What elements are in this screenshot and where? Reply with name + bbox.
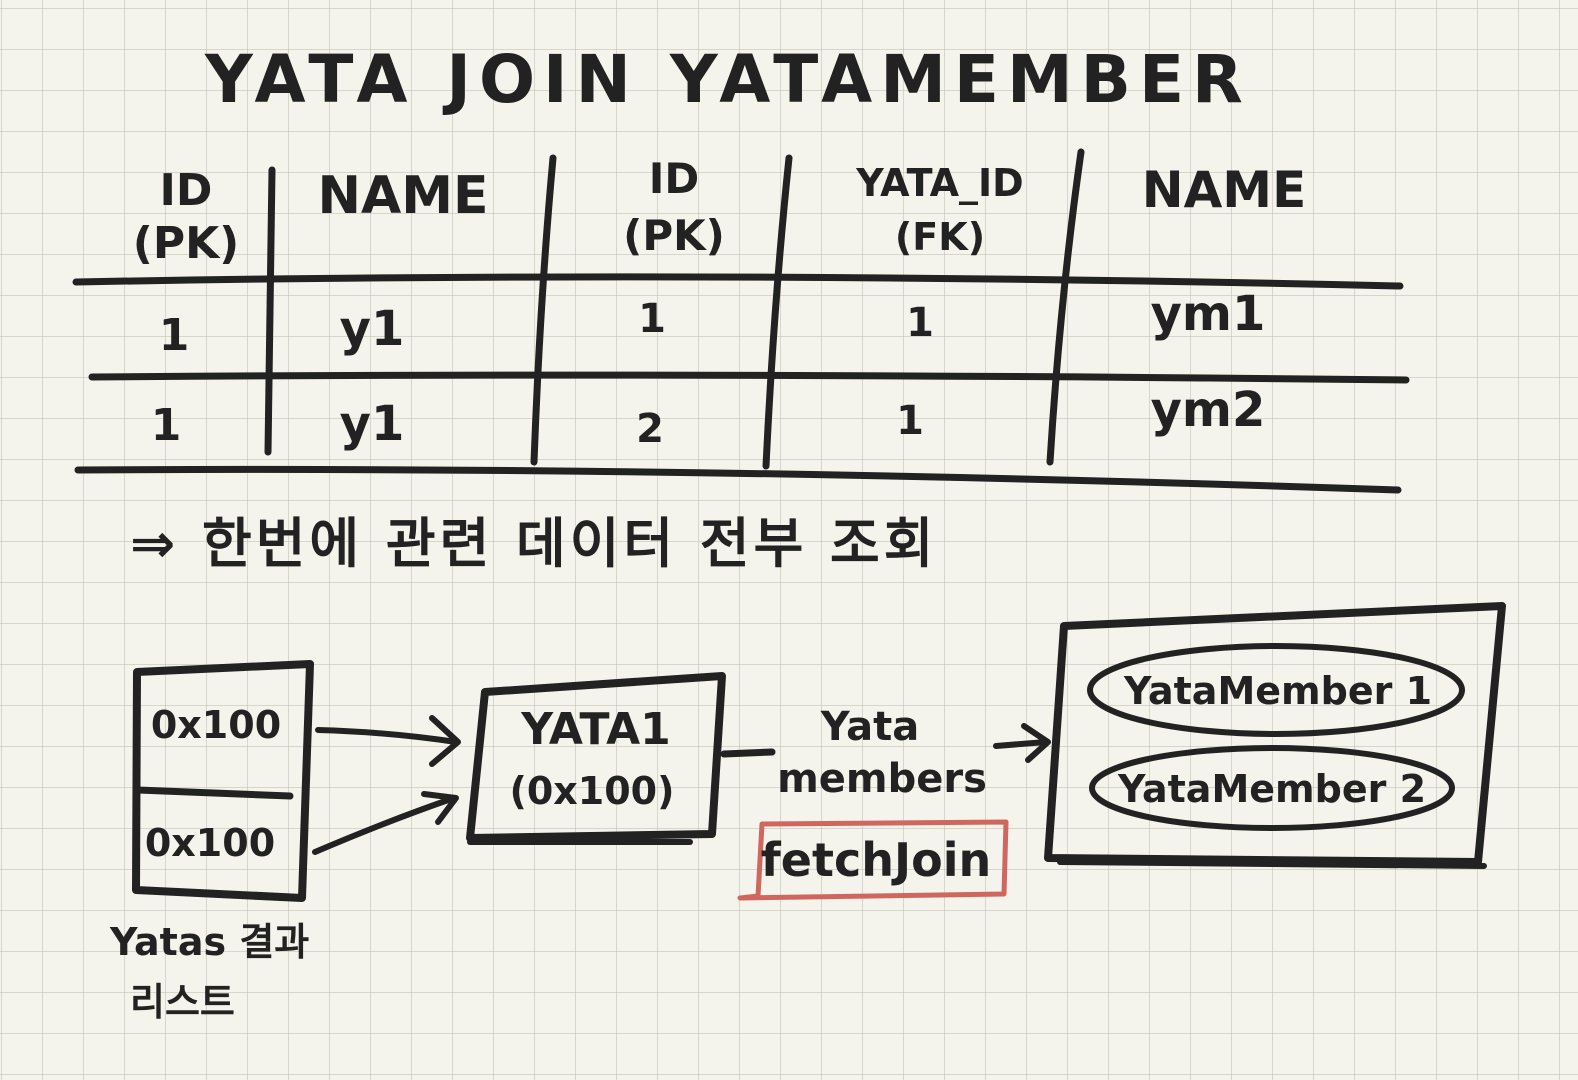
collection-arrow bbox=[993, 723, 1051, 763]
relation-field-name: Yata bbox=[820, 704, 919, 750]
summary-note: ⇒ 한번에 관련 데이터 전부 조회 bbox=[130, 512, 937, 575]
table-cell: 1 bbox=[159, 310, 190, 361]
header-yata-id-fk-note: (FK) bbox=[895, 215, 985, 259]
list-caption: Yatas 결과 bbox=[109, 920, 309, 964]
relation-connector bbox=[720, 748, 776, 758]
fetch-join-frame bbox=[737, 819, 1009, 901]
table-row-divider bbox=[88, 371, 1410, 384]
header-name: NAME bbox=[317, 166, 488, 226]
page-title: YATA JOIN YATAMEMBER bbox=[204, 41, 1251, 118]
member-item: YataMember 1 bbox=[1123, 669, 1432, 713]
header-id-pk: ID bbox=[160, 165, 213, 216]
entity-name: YATA1 bbox=[520, 704, 671, 755]
relation-field-name-second-line: members bbox=[777, 756, 987, 802]
fetch-join-highlight: fetchJoin bbox=[737, 819, 1009, 901]
member-ellipse bbox=[1089, 745, 1455, 831]
yata-entity-box: YATA1 (0x100) bbox=[466, 672, 726, 845]
member-item: YataMember 2 bbox=[1117, 767, 1426, 811]
table-cell: 2 bbox=[636, 406, 664, 452]
join-result-table: ID (PK) NAME ID (PK) YATA_ID (FK) NAME 1… bbox=[72, 148, 1410, 494]
header-member-id-pk: ID bbox=[649, 154, 700, 203]
table-cell: ym1 bbox=[1151, 286, 1266, 342]
table-bottom-line bbox=[74, 465, 1402, 494]
table-cell: ym2 bbox=[1151, 382, 1266, 438]
table-header-line bbox=[72, 273, 1404, 290]
reference-arrow bbox=[315, 715, 461, 767]
header-yata-id-fk: YATA_ID bbox=[855, 161, 1023, 205]
table-cell: 1 bbox=[638, 296, 666, 342]
list-cell-reference: 0x100 bbox=[145, 821, 275, 865]
list-cell-reference: 0x100 bbox=[151, 703, 281, 747]
table-cell: 1 bbox=[906, 300, 934, 346]
yatas-result-list: 0x100 0x100 bbox=[132, 660, 314, 902]
header-id-pk-note: (PK) bbox=[133, 218, 240, 269]
table-cell: 1 bbox=[151, 400, 182, 451]
reference-arrow bbox=[312, 791, 459, 855]
table-column-divider bbox=[530, 154, 557, 466]
table-column-divider bbox=[1046, 148, 1085, 466]
table-cell: y1 bbox=[340, 396, 405, 452]
entity-address: (0x100) bbox=[509, 769, 674, 813]
table-cell: 1 bbox=[896, 398, 924, 444]
table-column-divider bbox=[264, 166, 276, 456]
fetch-join-label: fetchJoin bbox=[761, 833, 991, 887]
header-member-name: NAME bbox=[1142, 161, 1306, 219]
table-cell: y1 bbox=[340, 301, 405, 357]
list-caption-second-line: 리스트 bbox=[130, 980, 235, 1024]
table-column-divider bbox=[762, 154, 793, 470]
member-ellipse bbox=[1087, 643, 1465, 737]
header-member-id-pk-note: (PK) bbox=[623, 211, 725, 260]
yata-members-collection: YataMember 1 YataMember 2 bbox=[1044, 602, 1506, 869]
